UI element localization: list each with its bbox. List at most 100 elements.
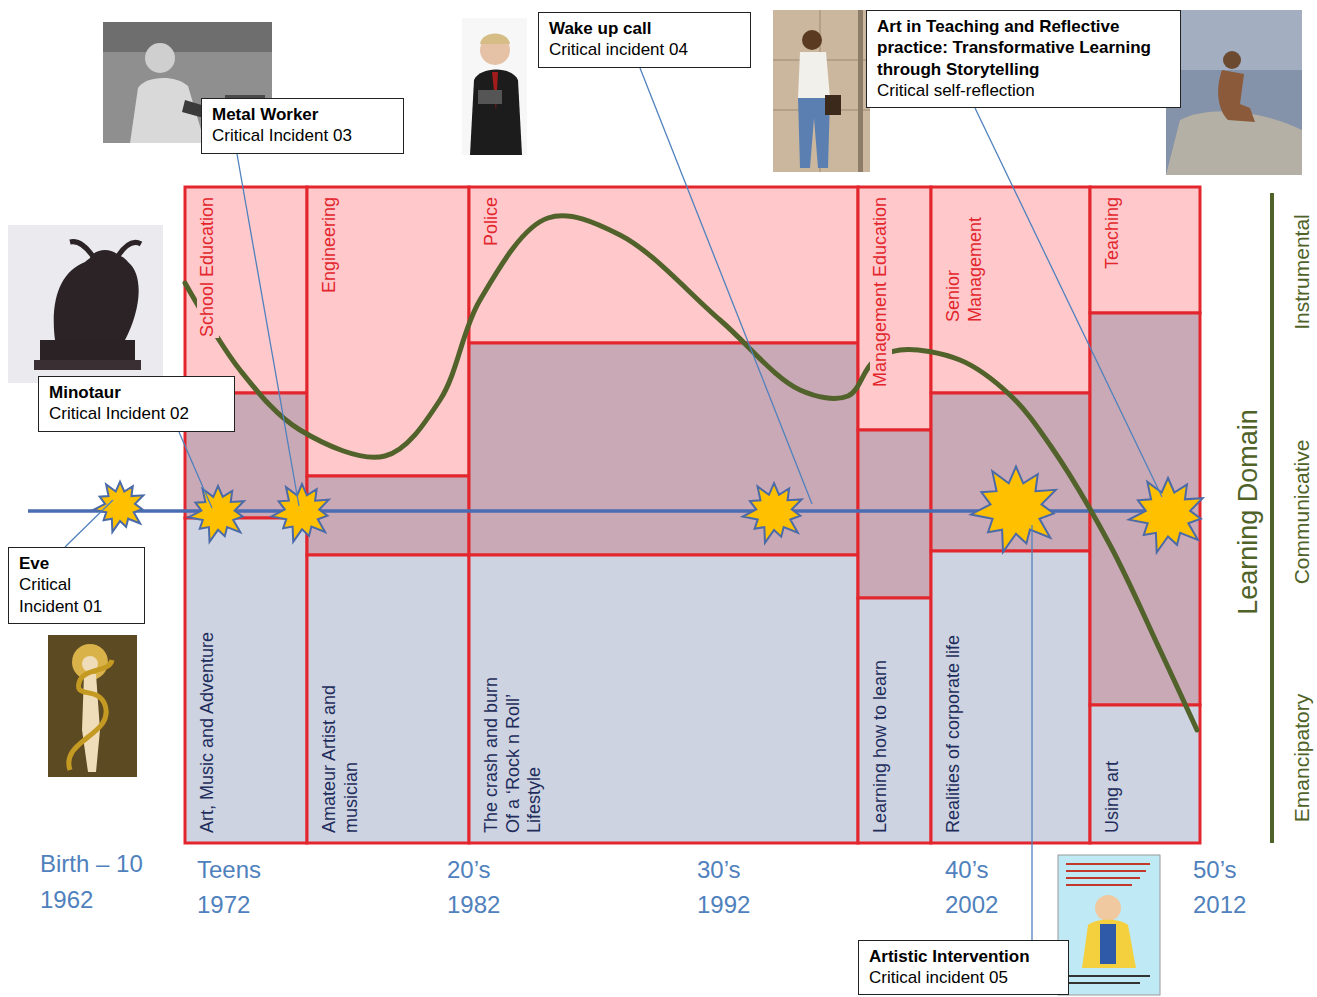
domain-band <box>307 187 469 476</box>
phase-column <box>931 187 1090 843</box>
axis-label: 1992 <box>697 891 750 919</box>
seated-figure-painting-part <box>1218 70 1255 122</box>
domain-bands <box>185 187 1200 843</box>
seated-figure-painting-part <box>1166 111 1302 175</box>
woman-photo-part <box>773 10 870 172</box>
metal-worker-photo-part <box>103 22 272 52</box>
phase-title: Senior Management <box>943 196 986 323</box>
phase-description-cell: Amateur Artist and musician <box>307 555 469 843</box>
minotaur-photo-part <box>34 360 141 370</box>
man-with-gun-photo-part <box>480 34 510 45</box>
callout-title: Artistic Intervention <box>869 946 1059 967</box>
incident-star <box>743 483 802 543</box>
callout-box: Artistic InterventionCritical incident 0… <box>858 940 1069 996</box>
phase-header-cell: Senior Management <box>931 187 1090 393</box>
eve-painting-part <box>82 674 100 772</box>
seated-figure-painting-part <box>1166 10 1302 175</box>
domain-band <box>858 598 931 843</box>
callout-box: Wake up callCritical incident 04 <box>538 12 751 68</box>
phase-column <box>307 187 469 843</box>
minotaur-photo <box>8 225 163 383</box>
axis-label: 1962 <box>40 886 93 914</box>
domain-band <box>858 187 931 430</box>
domain-band <box>1090 705 1200 843</box>
phase-description: The crash and burn Of a ‘Rock n Roll’ Li… <box>481 672 546 834</box>
cartoon-poster-part <box>1066 976 1150 983</box>
incident-star <box>1129 478 1203 552</box>
phase-description-cell: Art, Music and Adventure <box>185 518 307 843</box>
callout-title: Wake up call <box>549 18 741 39</box>
axis-label: 50’s <box>1193 856 1237 884</box>
phase-description: Learning how to learn <box>870 659 892 834</box>
domain-band <box>307 476 469 555</box>
callout-box: MinotaurCritical Incident 02 <box>38 376 235 432</box>
axis-label: 2012 <box>1193 891 1246 919</box>
seated-figure-painting-part <box>1166 10 1302 70</box>
leader-line <box>975 108 1162 497</box>
callout-subtitle: Critical incident 04 <box>549 39 741 60</box>
phase-title: Police <box>481 196 503 247</box>
incident-star <box>94 482 144 532</box>
man-with-gun-photo-part <box>478 90 502 104</box>
seated-figure-painting <box>1166 10 1302 175</box>
incident-star <box>189 486 244 542</box>
phase-column <box>858 187 931 843</box>
metal-worker-photo-part <box>145 43 175 73</box>
domain-label: Communicative <box>1291 440 1312 585</box>
domain-band <box>469 555 858 843</box>
phase-column <box>469 187 858 843</box>
woman-photo <box>773 10 870 172</box>
axis-label: Birth – 10 <box>40 850 143 878</box>
domain-axis-line <box>1270 193 1274 843</box>
callout-box: Metal WorkerCritical Incident 03 <box>201 98 404 154</box>
phase-title: Teaching <box>1102 196 1124 270</box>
domain-band <box>858 430 931 598</box>
leader-line <box>237 154 299 506</box>
axis-label: 2002 <box>945 891 998 919</box>
axis-label: 30’s <box>697 856 741 884</box>
domain-band <box>185 187 307 393</box>
phase-header-cell: Teaching <box>1090 187 1200 313</box>
man-with-gun-photo-part <box>462 18 527 155</box>
domain-band <box>931 551 1090 843</box>
axis-label: Teens <box>197 856 261 884</box>
incident-star <box>272 484 329 542</box>
incident-star <box>971 467 1056 553</box>
illustrations <box>8 10 1302 995</box>
callout-title: Minotaur <box>49 382 225 403</box>
cartoon-poster-part <box>1095 895 1121 921</box>
domain-label: Instrumental <box>1291 214 1312 330</box>
axis-label: 1982 <box>447 891 500 919</box>
phase-description-cell: Learning how to learn <box>858 598 931 843</box>
domain-band <box>185 518 307 843</box>
domain-label: Learning Domain <box>1235 409 1262 615</box>
callout-title: Eve <box>19 553 135 574</box>
eve-painting-part <box>48 635 137 777</box>
phase-description: Art, Music and Adventure <box>197 631 219 834</box>
callout-subtitle: Critical self-reflection <box>877 80 1171 101</box>
phase-description-cell: Realities of corporate life <box>931 551 1090 843</box>
incident-stars <box>94 467 1203 553</box>
leader-line <box>179 432 212 508</box>
domain-label: Emancipatory <box>1291 694 1312 822</box>
phase-description: Using art <box>1102 760 1124 834</box>
axis-label: 40’s <box>945 856 989 884</box>
axis-label: 20’s <box>447 856 491 884</box>
callout-box: Art in Teaching and Reflective practice:… <box>866 10 1181 108</box>
man-with-gun-photo-part <box>470 70 522 156</box>
callout-subtitle: Critical incident 05 <box>869 967 1059 988</box>
callout-title: Art in Teaching and Reflective practice:… <box>877 16 1171 80</box>
phase-title: Engineering <box>319 196 341 294</box>
woman-photo-part <box>858 10 863 172</box>
minotaur-photo-part <box>70 242 141 258</box>
cartoon-poster-part <box>1082 920 1136 968</box>
phase-header-cell: Management Education <box>858 187 931 430</box>
phase-header-cell: Police <box>469 187 858 343</box>
callout-subtitle: Critical Incident 02 <box>49 403 225 424</box>
leader-lines <box>65 68 1162 940</box>
phase-description: Realities of corporate life <box>943 634 965 834</box>
phase-description-cell: The crash and burn Of a ‘Rock n Roll’ Li… <box>469 555 858 843</box>
